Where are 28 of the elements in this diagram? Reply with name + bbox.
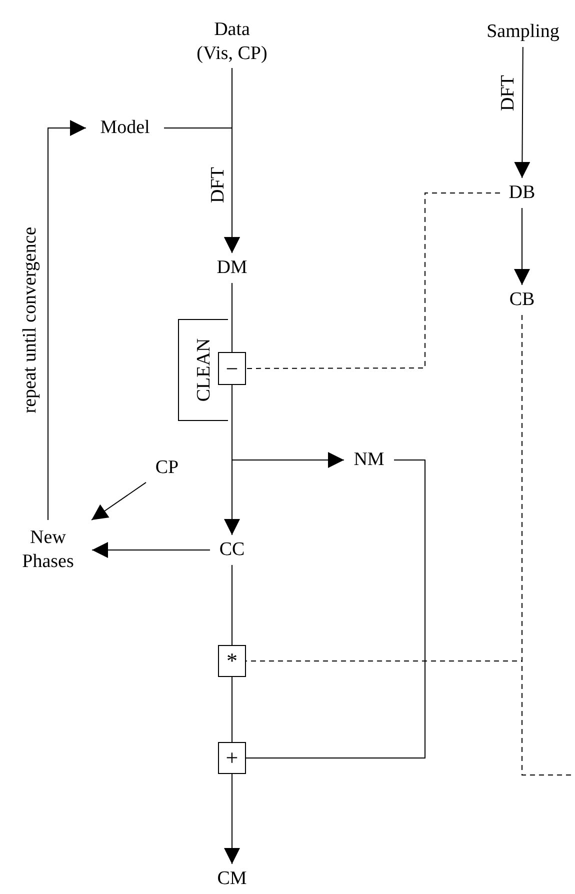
- bracket-label: CLEAN: [194, 338, 213, 402]
- operator-box: +: [218, 742, 246, 774]
- connector-line: [246, 460, 426, 758]
- arrow: [91, 482, 146, 520]
- arrow: [224, 774, 240, 864]
- node-label: CP: [148, 455, 186, 481]
- node-label: DB: [502, 180, 542, 206]
- node-label: DM: [210, 255, 254, 281]
- node-label: Model: [88, 115, 162, 141]
- operator-box: *: [218, 645, 246, 677]
- node-label: CB: [502, 287, 542, 313]
- node-label: CC: [212, 537, 252, 563]
- node-label: NM: [346, 447, 392, 473]
- arrow: [514, 208, 530, 286]
- node-label: CM: [210, 866, 254, 892]
- node-label: Sampling: [476, 19, 570, 45]
- arrow: [92, 542, 210, 558]
- edge-label: DFT: [208, 167, 228, 203]
- arrow: [224, 384, 240, 536]
- node-label: Data (Vis, CP): [194, 18, 270, 66]
- arrow: [514, 46, 530, 178]
- edge-label: repeat until convergence: [20, 226, 40, 414]
- operator-box: −: [218, 352, 246, 385]
- arrow: [164, 128, 240, 254]
- dashed-connector: [246, 192, 500, 369]
- edge-label: DFT: [498, 75, 518, 111]
- arrow: [48, 120, 86, 520]
- node-label: New Phases: [6, 522, 90, 578]
